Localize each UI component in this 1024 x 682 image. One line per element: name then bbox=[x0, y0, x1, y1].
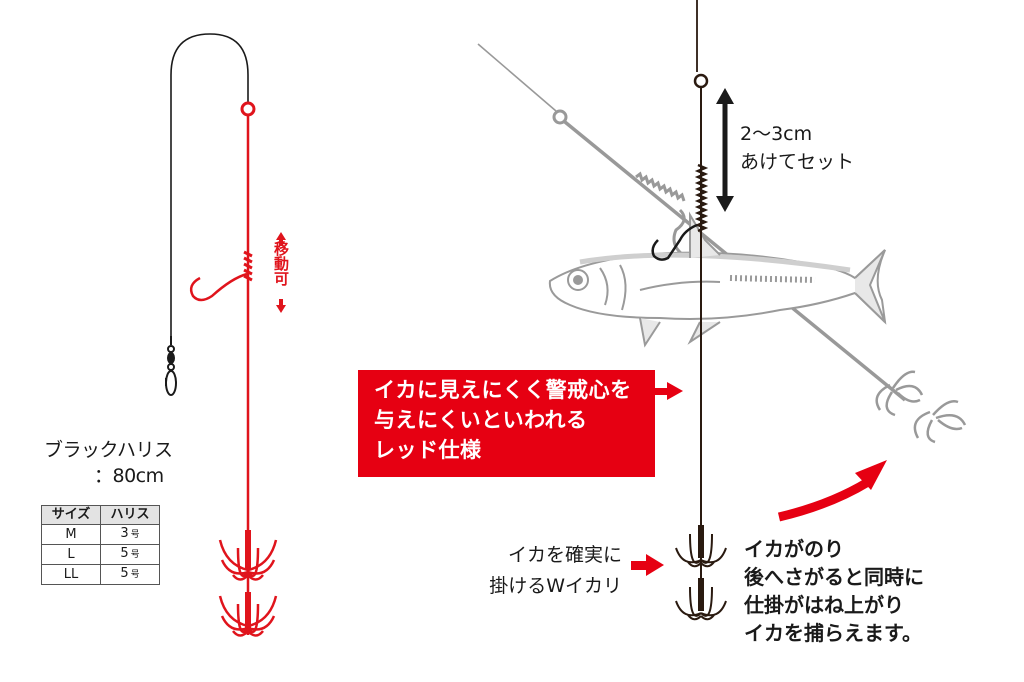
action-description: イカがのり 後へさがると同時に 仕掛がはね上がり イカを捕らえます。 bbox=[744, 535, 924, 647]
action-line-2: 後へさがると同時に bbox=[744, 565, 924, 589]
black-line-label: ブラックハリス ：80cm bbox=[44, 437, 173, 489]
arrow-up-icon bbox=[276, 232, 286, 246]
gap-label: 2〜3cm あけてセット bbox=[740, 120, 854, 176]
arrow-down-icon bbox=[276, 299, 286, 313]
action-line-3: 仕掛がはね上がり bbox=[744, 593, 904, 617]
ring-icon bbox=[240, 101, 256, 117]
size-cell: M bbox=[41, 524, 101, 545]
action-line-4: イカを捕らえます。 bbox=[744, 621, 922, 645]
black-rig-drawing bbox=[651, 0, 734, 621]
movable-label: 移動可 bbox=[272, 241, 290, 286]
gap-arrow-icon bbox=[716, 88, 734, 212]
table-header-row: サイズ ハリス bbox=[41, 505, 160, 525]
black-squid-jig-icon bbox=[675, 525, 727, 621]
callout-line-2: 与えにくいといわれる bbox=[374, 408, 588, 432]
action-line-1: イカがのり bbox=[744, 537, 844, 561]
w-ikari-line-2: 掛けるWイカリ bbox=[489, 575, 622, 597]
w-ikari-line-1: イカを確実に bbox=[507, 544, 622, 566]
w-ikari-label: イカを確実に 掛けるWイカリ bbox=[470, 540, 622, 602]
red-squid-jig-icon bbox=[218, 530, 278, 637]
line-length: ：80cm bbox=[94, 465, 164, 487]
gap-distance: 2〜3cm bbox=[740, 123, 813, 145]
callout-line-1: イカに見えにくく警戒心を bbox=[374, 378, 632, 402]
black-hook-icon bbox=[651, 223, 698, 261]
callout-arrow-icon bbox=[655, 382, 683, 400]
knot-wraps bbox=[243, 250, 253, 282]
column-header-size: サイズ bbox=[41, 505, 101, 525]
w-ika-arrow-icon bbox=[631, 554, 664, 576]
line-name: ブラックハリス bbox=[44, 439, 173, 461]
left-rig-drawing bbox=[165, 33, 286, 637]
swivel-icon bbox=[165, 336, 177, 396]
size-cell: L bbox=[41, 544, 101, 565]
red-hook-icon bbox=[189, 272, 248, 302]
column-header-harisu: ハリス bbox=[100, 505, 160, 525]
red-spec-callout: イカに見えにくく警戒心を 与えにくいといわれる レッド仕様 bbox=[358, 370, 655, 477]
upswing-arrow-icon bbox=[777, 460, 887, 522]
gap-instruction: あけてセット bbox=[740, 151, 855, 173]
size-cell: LL bbox=[41, 564, 101, 585]
callout-line-3: レッド仕様 bbox=[374, 438, 482, 462]
fish-illustration bbox=[548, 211, 887, 348]
